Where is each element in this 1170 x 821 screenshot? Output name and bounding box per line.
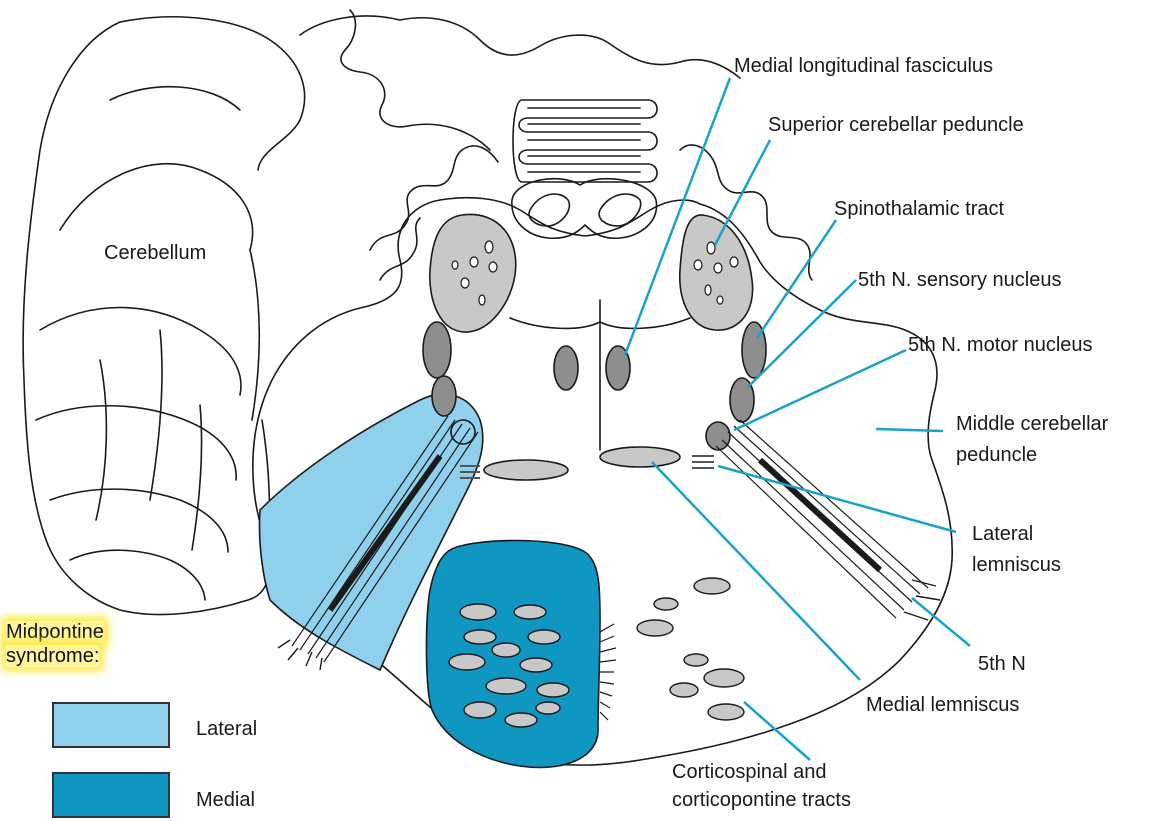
- label-mcp-line1: Middle cerebellar: [956, 412, 1108, 436]
- legend-swatch-lateral: [52, 702, 170, 748]
- medial-lemniscus-left: [484, 460, 568, 480]
- label-ll-line1: Lateral: [972, 522, 1033, 546]
- legend-swatch-medial: [52, 772, 170, 818]
- label-scp: Superior cerebellar peduncle: [768, 113, 1024, 137]
- aqueduct: [512, 179, 657, 239]
- label-mlf: Medial longitudinal fasciculus: [734, 54, 993, 78]
- wavy-line-left-2: [380, 218, 420, 280]
- label-ll-line2: lemniscus: [972, 553, 1061, 577]
- leader-lines: [625, 78, 970, 760]
- medial-lemniscus-right: [600, 447, 680, 467]
- fifth-nerve-right: [716, 420, 940, 620]
- legend-label-medial: Medial: [196, 788, 255, 812]
- label-cerebellum: Cerebellum: [104, 241, 206, 265]
- label-motor-nucleus: 5th N. motor nucleus: [908, 333, 1093, 357]
- label-medial-lemniscus: Medial lemniscus: [866, 693, 1019, 717]
- spinothalamic-left: [423, 322, 451, 378]
- label-cst-line2: corticopontine tracts: [672, 788, 851, 812]
- mlf-left: [554, 346, 578, 390]
- label-sensory-nucleus: 5th N. sensory nucleus: [858, 268, 1061, 292]
- label-cst-line1: Corticospinal and: [672, 760, 827, 784]
- label-fifth-nerve: 5th N: [978, 652, 1026, 676]
- legend-title-line2: syndrome:: [6, 645, 99, 667]
- label-spinothalamic: Spinothalamic tract: [834, 197, 1004, 221]
- legend-title: Midpontine syndrome:: [6, 620, 156, 668]
- legend-title-line1: Midpontine: [6, 621, 104, 643]
- motor-nucleus-left: [451, 420, 475, 444]
- legend-label-lateral: Lateral: [196, 717, 257, 741]
- motor-nucleus-right: [706, 422, 730, 450]
- label-mcp-line2: peduncle: [956, 443, 1037, 467]
- corticospinal-right: [637, 578, 744, 720]
- medial-fringe: [600, 624, 616, 720]
- fourth-ventricle: [513, 100, 657, 182]
- scp-left: [430, 214, 516, 332]
- sensory-nucleus-left: [432, 376, 456, 416]
